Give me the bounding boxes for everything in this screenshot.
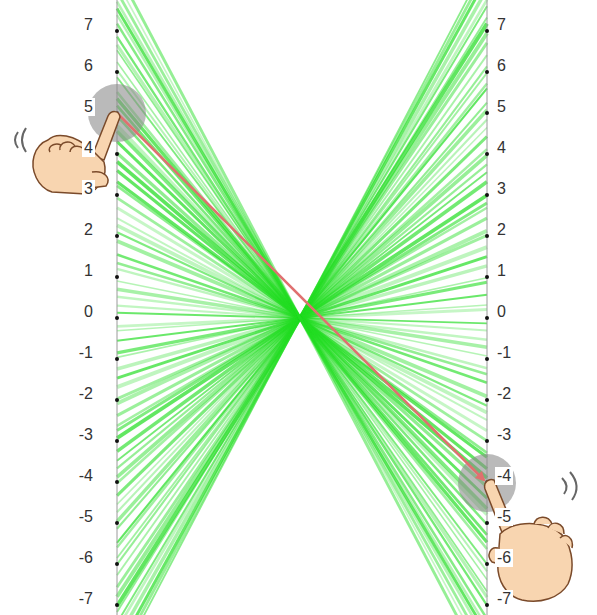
axis-number: -4 (495, 467, 513, 485)
axis-number: -4 (77, 467, 95, 485)
axis-number: -7 (495, 590, 513, 608)
tick-dot (485, 111, 489, 115)
axis-number: 7 (495, 16, 508, 34)
axis-number: 4 (82, 139, 95, 157)
green-line (117, 0, 487, 615)
green-line (117, 88, 487, 543)
axis-number: -7 (77, 590, 95, 608)
axis-number: 1 (495, 262, 508, 280)
tick-dot (485, 234, 489, 238)
axis-number: -6 (495, 549, 513, 567)
green-line (117, 33, 487, 597)
motion-marks (15, 128, 26, 152)
tick-dot (115, 193, 119, 197)
tick-dot (115, 562, 119, 566)
axis-number: -5 (77, 508, 95, 526)
tick-dot (115, 275, 119, 279)
axis-number: 6 (495, 57, 508, 75)
axis-number: 3 (82, 180, 95, 198)
axis-number: 6 (82, 57, 95, 75)
tick-dot (485, 439, 489, 443)
red-arrow (117, 113, 484, 480)
axis-number: 7 (82, 16, 95, 34)
tick-dot (485, 316, 489, 320)
motion-marks (562, 472, 577, 500)
axis-number: -1 (77, 344, 95, 362)
tick-dot (115, 357, 119, 361)
green-line (117, 0, 487, 615)
tick-dot (115, 316, 119, 320)
green-line (117, 0, 487, 615)
tick-dot (485, 70, 489, 74)
green-line (117, 149, 487, 483)
green-line (117, 0, 487, 615)
tick-dot (115, 603, 119, 607)
green-line (117, 43, 487, 587)
tick-dot (115, 29, 119, 33)
axis-number: 4 (495, 139, 508, 157)
axis-number: 1 (82, 262, 95, 280)
axis-number: 2 (82, 221, 95, 239)
axis-number: -5 (495, 508, 513, 526)
tick-dot (485, 562, 489, 566)
tick-dot (485, 357, 489, 361)
axis-number: 5 (495, 98, 508, 116)
tick-dot (115, 398, 119, 402)
tick-dot (485, 603, 489, 607)
axis-number: -3 (495, 426, 513, 444)
tick-dot (115, 70, 119, 74)
tick-dot (485, 398, 489, 402)
axis-ticks (115, 29, 489, 607)
green-line-bundle (117, 0, 487, 615)
tick-dot (485, 521, 489, 525)
tick-dot (115, 152, 119, 156)
hand-icon (33, 112, 120, 194)
tick-dot (485, 29, 489, 33)
axis-number: -3 (77, 426, 95, 444)
axis-number: 0 (82, 303, 95, 321)
green-line (117, 203, 487, 430)
axis-number: -1 (495, 344, 513, 362)
tick-dot (115, 521, 119, 525)
tick-dot (115, 480, 119, 484)
green-line (117, 0, 487, 615)
green-line (117, 55, 487, 575)
green-line (117, 83, 487, 547)
axis-number: -2 (77, 385, 95, 403)
axis-number: 5 (82, 98, 95, 116)
tick-dot (485, 275, 489, 279)
tick-dot (485, 193, 489, 197)
axis-number: 0 (495, 303, 508, 321)
hand-icon (485, 479, 573, 601)
axis-number: -6 (77, 549, 95, 567)
tick-dot (485, 152, 489, 156)
green-line (117, 2, 487, 615)
axis-number: 3 (495, 180, 508, 198)
tick-dot (115, 439, 119, 443)
tick-dot (115, 234, 119, 238)
green-line (117, 195, 487, 438)
green-line (117, 0, 487, 615)
axis-number: -2 (495, 385, 513, 403)
axis-number: 2 (495, 221, 508, 239)
